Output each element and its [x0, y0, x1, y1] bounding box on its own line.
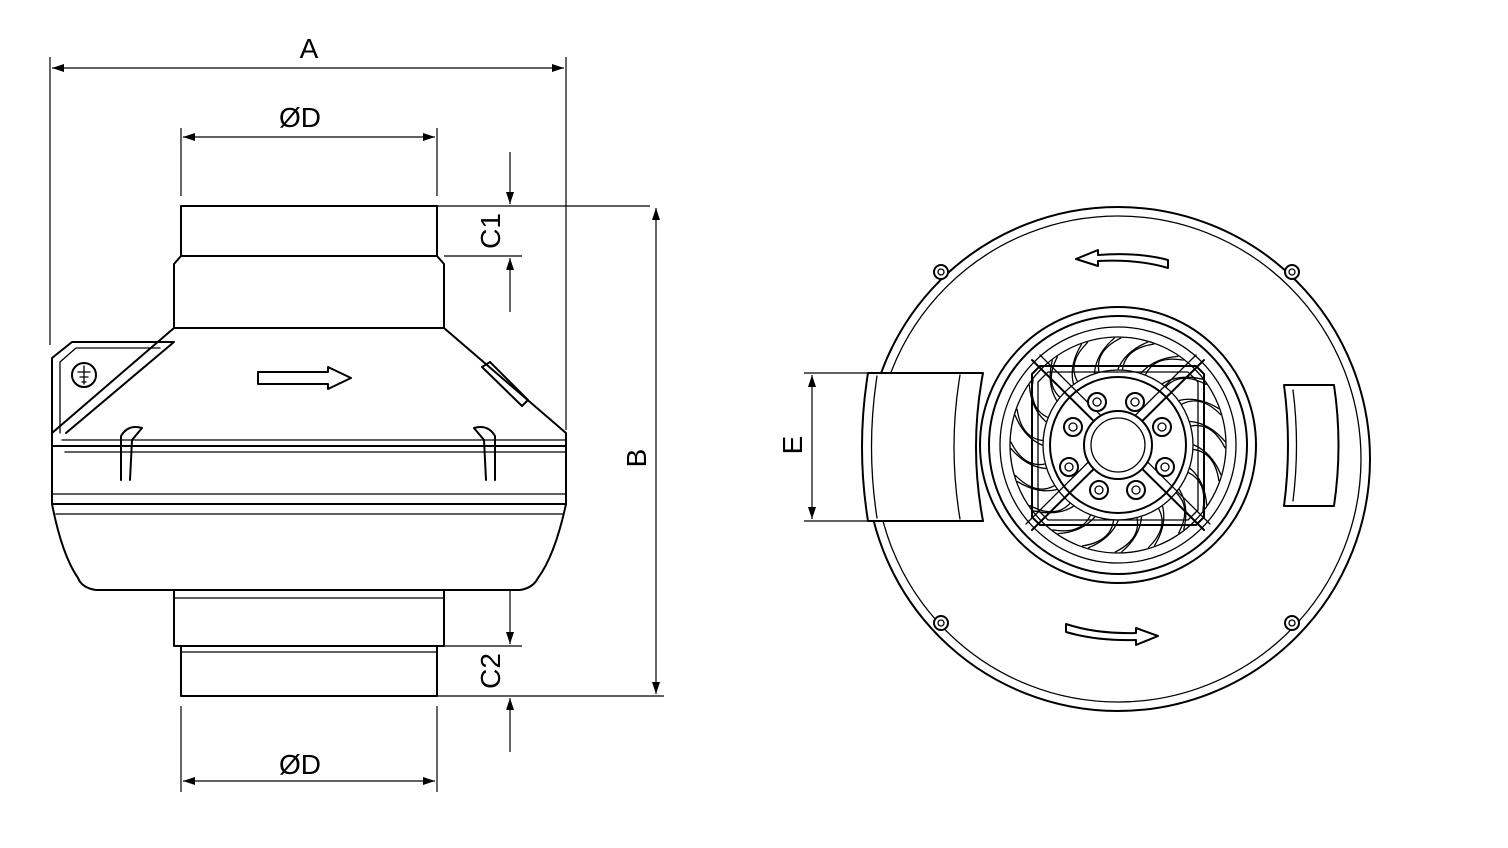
bottom-collar	[180, 645, 438, 697]
impeller-blade	[1193, 448, 1220, 482]
impeller-blade	[1073, 341, 1089, 382]
hub-screws	[1059, 392, 1175, 500]
dimension-b-label: B	[621, 449, 652, 468]
screw-icon	[1284, 264, 1300, 280]
impeller-blade	[1190, 424, 1226, 449]
rotation-arrow-icon	[1075, 249, 1169, 269]
motor-hub	[1049, 376, 1187, 514]
impeller-blade	[1010, 448, 1047, 470]
impeller-blade	[1189, 467, 1208, 506]
impeller-rim	[999, 326, 1237, 564]
screw-icon	[1087, 392, 1107, 412]
airflow-arrow-icon	[257, 366, 352, 390]
dimension-d-top: ØD	[180, 102, 438, 196]
impeller-blade	[1016, 408, 1043, 442]
impeller-blade	[1165, 377, 1207, 387]
inlet-ring	[988, 315, 1248, 575]
dimension-d-top-label: ØD	[279, 102, 321, 133]
impeller-blade	[1145, 358, 1184, 375]
right-window	[1283, 384, 1340, 507]
clip-right	[473, 426, 496, 481]
impeller-blade	[1181, 400, 1222, 416]
dimension-c2-label: C2	[475, 653, 506, 689]
impeller-blade	[1028, 384, 1047, 423]
impeller-blade	[1014, 414, 1043, 446]
shaft-hole	[1090, 417, 1146, 473]
middle-band	[51, 445, 567, 505]
impeller-blade	[1049, 359, 1058, 401]
screw-icon	[1155, 457, 1175, 477]
impeller-blade	[1032, 505, 1074, 514]
screw-icon	[933, 264, 949, 280]
lower-housing	[51, 503, 567, 591]
dimension-c2: C2	[437, 590, 664, 752]
screw-icon	[1152, 417, 1172, 437]
ground-symbol-icon	[71, 362, 97, 388]
inlet-ring-outer	[979, 306, 1257, 584]
dimension-c1-label: C1	[475, 213, 506, 249]
upper-neck	[173, 255, 445, 329]
dimension-b: B	[621, 208, 660, 694]
terminal-box	[51, 341, 175, 434]
screw-icon	[1063, 417, 1083, 437]
screw-icon	[1089, 480, 1109, 500]
dimension-c1: C1	[437, 152, 650, 312]
impeller-blade	[1147, 508, 1163, 549]
impeller-blade	[1071, 343, 1083, 385]
shaft-hub	[1083, 410, 1153, 480]
top-collar	[180, 205, 438, 257]
impeller-blade	[1014, 474, 1055, 490]
side-view	[51, 205, 567, 697]
impeller-blade	[1189, 420, 1226, 442]
dimension-a-label: A	[300, 33, 319, 64]
impeller-blade	[1029, 503, 1071, 513]
impeller-blade	[1052, 515, 1091, 532]
screw-icon	[933, 615, 949, 631]
screw-icon	[1059, 457, 1079, 477]
casing-screws	[933, 264, 1300, 631]
cable-gland	[481, 361, 529, 407]
impeller-blade	[1093, 337, 1115, 374]
dimension-e-label: E	[777, 436, 808, 455]
front-view	[861, 206, 1371, 712]
dimension-a: A	[49, 33, 567, 430]
impeller-blade	[1031, 379, 1048, 418]
dimension-d-bottom-label: ØD	[279, 749, 321, 780]
impeller-blade	[1162, 376, 1204, 385]
screw-icon	[1125, 392, 1145, 412]
screw-icon	[1126, 480, 1146, 500]
clip-left	[120, 426, 143, 481]
dimension-e: E	[777, 372, 868, 522]
dimension-d-bottom: ØD	[180, 706, 438, 792]
impeller-blade	[1097, 337, 1122, 373]
impeller-blade	[1114, 517, 1139, 553]
impeller-blade	[1087, 520, 1119, 549]
rotation-arrow-icon	[1065, 623, 1159, 646]
terminal-block	[861, 372, 984, 522]
impeller-blade	[1010, 441, 1046, 466]
screw-icon	[1284, 615, 1300, 631]
blade-outer-edge	[1009, 336, 1227, 554]
impeller-blade	[1193, 444, 1222, 476]
impeller-blade	[1140, 355, 1179, 374]
